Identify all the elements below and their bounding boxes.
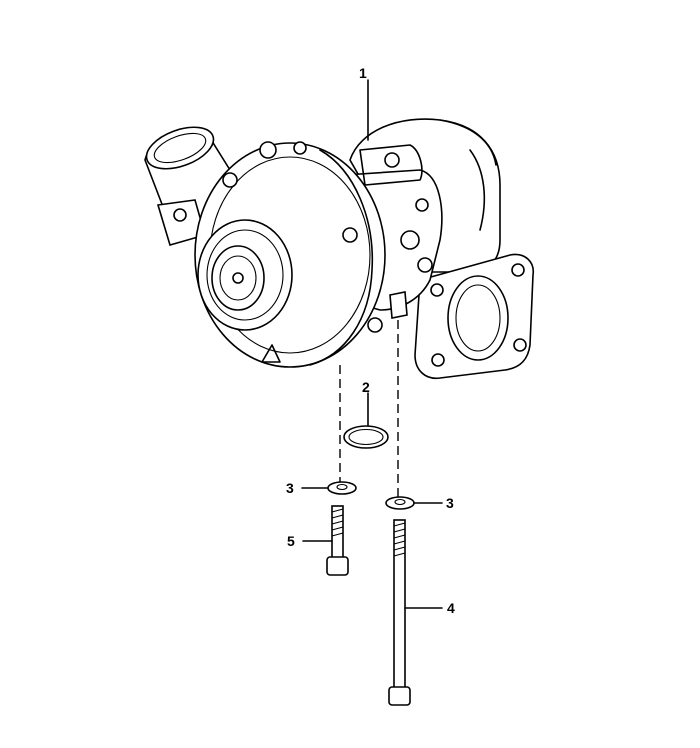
- turbocharger: [144, 118, 535, 380]
- callout-5: 5: [287, 533, 295, 549]
- callout-4: 4: [447, 600, 455, 616]
- callout-3-left: 3: [286, 480, 294, 496]
- sealing-ring: [343, 392, 389, 449]
- callout-1: 1: [359, 65, 367, 81]
- callout-3-right: 3: [446, 495, 454, 511]
- long-bolt: [388, 519, 443, 706]
- short-bolt: [302, 505, 349, 576]
- washer-right: [385, 496, 443, 510]
- callout-2: 2: [362, 379, 370, 395]
- washer-left: [301, 481, 357, 495]
